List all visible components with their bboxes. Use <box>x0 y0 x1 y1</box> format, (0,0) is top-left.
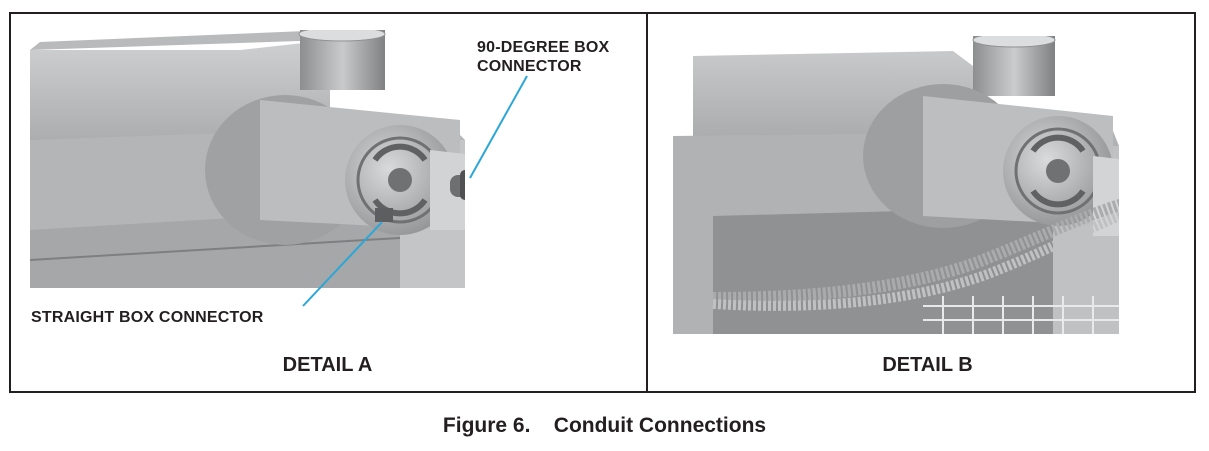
callout-line: STRAIGHT BOX CONNECTOR <box>31 309 264 326</box>
callout-straight-box-connector: STRAIGHT BOX CONNECTOR <box>31 308 264 327</box>
leader-straight-connector <box>302 221 383 307</box>
figure-caption: Figure 6. Conduit Connections <box>0 414 1209 438</box>
detail-a-label: DETAIL A <box>282 354 373 376</box>
panel-divider <box>646 12 648 393</box>
figure-title: Conduit Connections <box>553 414 767 437</box>
callout-line: CONNECTOR <box>477 58 582 75</box>
detail-b-photo <box>673 36 1119 334</box>
leader-90-degree-connector <box>469 75 528 179</box>
detail-a-photo <box>30 30 465 288</box>
callout-line: 90-DEGREE BOX <box>477 39 610 56</box>
callout-90-degree-box-connector: 90-DEGREE BOX CONNECTOR <box>477 38 609 76</box>
figure-number: Figure 6. <box>442 414 531 437</box>
figure-frame <box>9 12 1196 393</box>
detail-b-label: DETAIL B <box>882 354 973 376</box>
